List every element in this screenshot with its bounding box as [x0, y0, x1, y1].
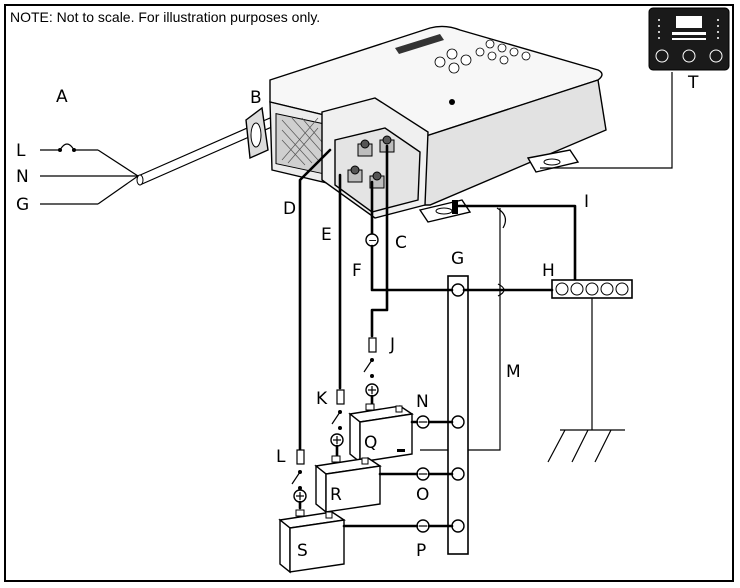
fuse-switch-r	[330, 389, 345, 458]
label-p: P	[416, 541, 426, 561]
label-j: J	[389, 335, 395, 355]
label-k: K	[316, 389, 328, 409]
earth-ground-icon	[547, 429, 612, 463]
breaker-contact	[72, 148, 76, 152]
label-a: A	[56, 87, 68, 107]
device-buttons	[434, 39, 531, 74]
remote-panel	[540, 7, 730, 169]
fuse-switch-q	[363, 337, 379, 406]
ac-cable-end	[136, 174, 144, 186]
label-d: D	[283, 199, 296, 219]
label-ac-line: L	[16, 141, 26, 161]
label-o: O	[416, 485, 429, 505]
dc-terminals	[347, 135, 395, 189]
battery-r	[314, 455, 454, 514]
dc-cables: −	[298, 144, 554, 452]
label-m: M	[506, 362, 521, 382]
vent-grille	[281, 117, 323, 166]
label-g: G	[451, 249, 464, 269]
diagram-labels: A B C D E F G H I J K L M N O P Q R S T …	[16, 73, 699, 561]
label-f: F	[352, 261, 362, 281]
label-ac-neutral: N	[16, 167, 29, 187]
note-text: NOTE: Not to scale. For illustration pur…	[10, 9, 321, 25]
label-n: N	[416, 392, 429, 412]
ac-input-lines	[40, 117, 275, 205]
breaker-contact	[58, 148, 62, 152]
label-i: I	[584, 192, 589, 212]
label-ac-ground: G	[16, 195, 29, 215]
svg-text:−: −	[368, 234, 377, 247]
label-c: C	[395, 233, 407, 253]
battery-q	[348, 403, 454, 464]
ground-wiring	[420, 200, 577, 451]
inverter-charger	[245, 25, 607, 223]
fuse-switch-s	[291, 449, 307, 510]
label-l: L	[276, 447, 286, 467]
label-s: S	[297, 541, 308, 561]
label-r: R	[330, 485, 342, 505]
label-t: T	[687, 73, 699, 93]
label-e: E	[321, 225, 332, 245]
ground-bus-bar	[551, 279, 633, 431]
label-q: Q	[364, 433, 377, 453]
negative-bus-bar	[447, 275, 469, 555]
label-h: H	[542, 261, 555, 281]
label-b: B	[250, 88, 262, 108]
battery-s	[278, 509, 454, 574]
